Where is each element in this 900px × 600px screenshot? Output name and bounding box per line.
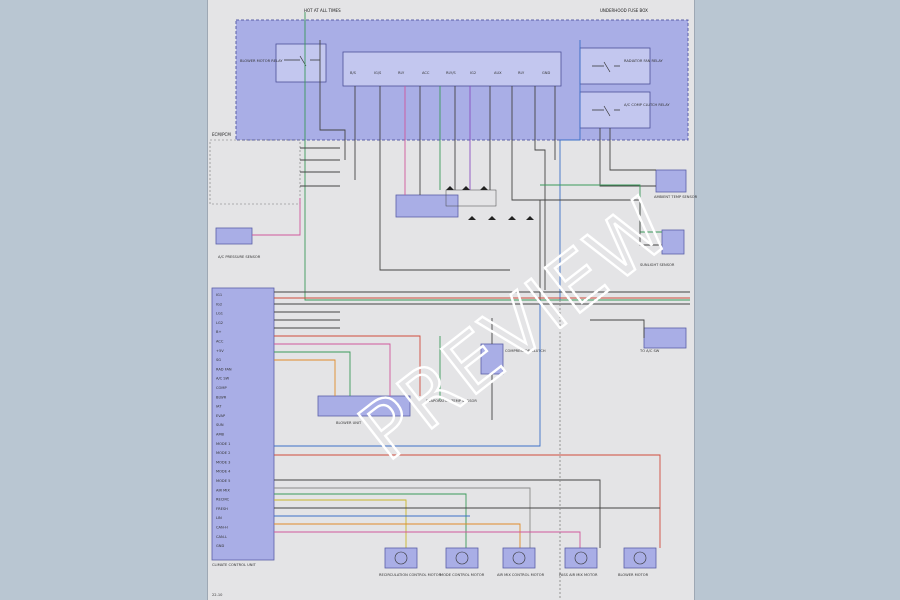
ccu-pin-label: ACC: [216, 340, 224, 344]
ccu-pin-label: SG: [216, 358, 221, 362]
right-connector-box: [643, 327, 687, 349]
fuse-pin-label: RLY: [518, 71, 525, 75]
motor-label: RECIRCULATION CONTROL MOTOR: [379, 573, 442, 577]
motor-symbol: [455, 551, 469, 565]
motor-box: [445, 547, 479, 569]
blower-unit-panel: [317, 395, 411, 417]
fuse-pin-label: RLY/S: [446, 71, 456, 75]
compressor-label: COMPRESSOR CLUTCH: [505, 349, 546, 353]
pressure-sensor-label: A/C PRESSURE SENSOR: [218, 255, 261, 259]
blower-relay: [275, 43, 327, 83]
ambient-sensor-label: AMBIENT TEMP SENSOR: [654, 195, 698, 199]
ccu-pin-label: MODE 3: [216, 460, 230, 464]
ccu-pin-label: IG2: [216, 302, 222, 306]
motor-symbol: [574, 551, 588, 565]
motor-label: MODE CONTROL MOTOR: [440, 573, 485, 577]
top-fuse-label: HOT AT ALL TIMES: [304, 8, 341, 13]
ecm-title: ECM/PCM: [212, 132, 231, 137]
motor-label: AIR MIX CONTROL MOTOR: [497, 573, 545, 577]
blower-relay-label: BLOWER MOTOR RELAY: [240, 59, 283, 63]
fuse-pin-label: GND: [542, 71, 550, 75]
ccu-pin-label: B+: [216, 330, 221, 334]
ccu-pin-label: IAT: [216, 405, 222, 409]
wire-group: [252, 12, 690, 600]
ccu-pin-label: CAN-L: [216, 535, 227, 539]
ccu-pin-label: EVAP: [216, 414, 226, 418]
page-ref: 22-10: [212, 593, 223, 597]
motor-symbol: [512, 551, 526, 565]
ccu-pin-label: LIN: [216, 516, 222, 520]
junction-markers: [446, 186, 534, 220]
ccu-pin-label: GND: [216, 544, 224, 548]
ccu-pin-label: RAD FAN: [216, 367, 232, 371]
ccu-pin-label: MODE 1: [216, 442, 230, 446]
ccu-pin-label: LG1: [216, 312, 223, 316]
fuse-pin-label: IG/S: [374, 71, 382, 75]
ccu-pin-label: CAN-H: [216, 526, 228, 530]
ccu-pin-label: BLWR: [216, 395, 227, 399]
ccu-pin-label: A/C SW: [216, 377, 230, 381]
ccu-pin-label: AIR MIX: [216, 488, 230, 492]
sunlight-sensor-label: SUNLIGHT SENSOR: [640, 263, 675, 267]
ac-clutch-relay-label: A/C COMP CLUTCH RELAY: [624, 103, 670, 107]
ccu-pin-label: FRESH: [216, 507, 228, 511]
pressure-sensor-box: [215, 227, 253, 245]
compressor-box: [480, 343, 504, 375]
ccu-pin-label: MODE 2: [216, 451, 230, 455]
blower-unit-label: BLOWER UNIT: [336, 421, 362, 425]
motor-box: [564, 547, 598, 569]
climate-control-unit: [211, 287, 275, 561]
motor-box: [384, 547, 418, 569]
ambient-sensor-box: [655, 169, 687, 193]
fuse-pin-label: AUX: [494, 71, 502, 75]
motor-label: BLOWER MOTOR: [618, 573, 649, 577]
fuse-pin-label: ACC: [422, 71, 430, 75]
motor-symbol: [394, 551, 408, 565]
motor-box: [502, 547, 536, 569]
ccu-pin-label: IG1: [216, 293, 222, 297]
fuse-pin-labels: B/S IG/S RLY ACC RLY/S IG2 AUX RLY GND: [350, 71, 550, 75]
motor-box: [623, 547, 657, 569]
fuse-pin-label: IG2: [470, 71, 476, 75]
fuse-pin-label: B/S: [350, 71, 357, 75]
climate-control-unit-title: CLIMATE CONTROL UNIT: [212, 563, 257, 567]
sunlight-sensor-box: [661, 229, 685, 255]
center-module-2: [445, 189, 497, 207]
radiator-fan-relay-label: RADIATOR FAN RELAY: [624, 59, 664, 63]
ccu-pin-label: MODE 5: [216, 479, 230, 483]
ccu-pin-label: SUN: [216, 423, 224, 427]
ccu-pin-label: RECIRC: [216, 498, 230, 502]
ccu-pin-label: COMP: [216, 386, 227, 390]
ccu-pin-label: MODE 4: [216, 470, 231, 474]
ccu-pin-label: AMB: [216, 433, 225, 437]
motor-symbol: [633, 551, 647, 565]
ecm-box: [209, 139, 301, 205]
ccu-pin-label: +5V: [216, 349, 224, 353]
motor-label: PASS AIR MIX MOTOR: [559, 573, 598, 577]
right-connector-label: TO A/C SW: [639, 349, 660, 353]
underhood-box-title: UNDERHOOD FUSE BOX: [600, 8, 648, 13]
ccu-pin-label: LG2: [216, 321, 223, 325]
fuse-pin-label: RLY: [398, 71, 405, 75]
evaporator-sensor-label: EVAPORATOR TEMP SENSOR: [426, 399, 477, 403]
fuse-row: [342, 51, 562, 87]
